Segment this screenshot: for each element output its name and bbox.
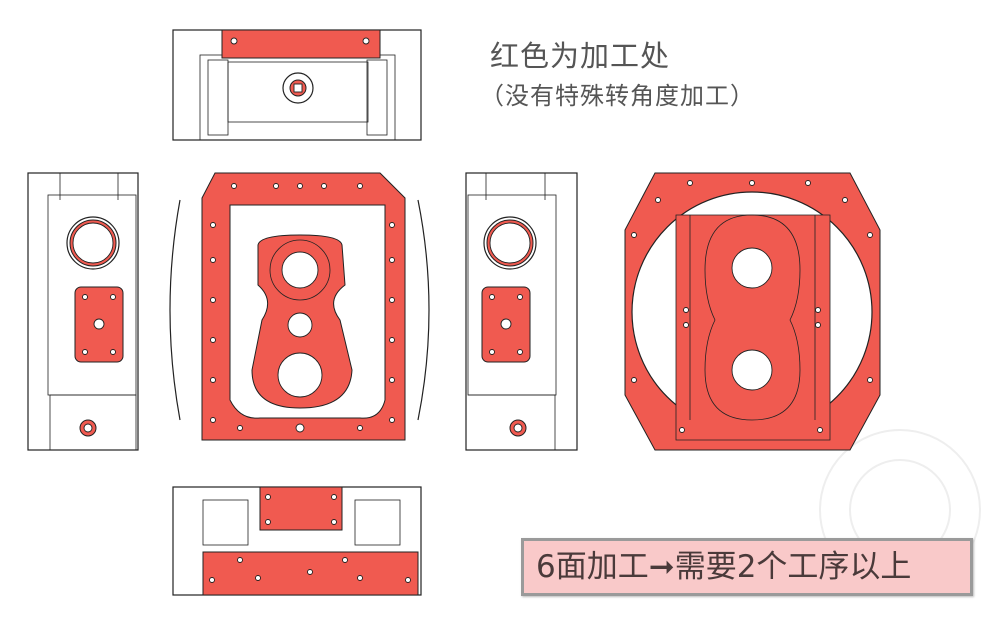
back-face-view xyxy=(624,172,881,451)
callout-text: 6面加工➞需要2个工序以上 xyxy=(536,549,912,585)
annotation-title: 红色为加工处 xyxy=(490,39,671,73)
left-side-view xyxy=(27,172,139,451)
callout-box: 6面加工➞需要2个工序以上 xyxy=(521,538,973,596)
bolt-holes xyxy=(210,183,395,433)
right-side-view xyxy=(465,172,578,451)
annotation-subtitle: （没有特殊转角度加工） xyxy=(480,82,755,110)
bottom-view xyxy=(172,486,422,596)
front-view xyxy=(169,172,430,441)
top-view xyxy=(172,29,422,141)
